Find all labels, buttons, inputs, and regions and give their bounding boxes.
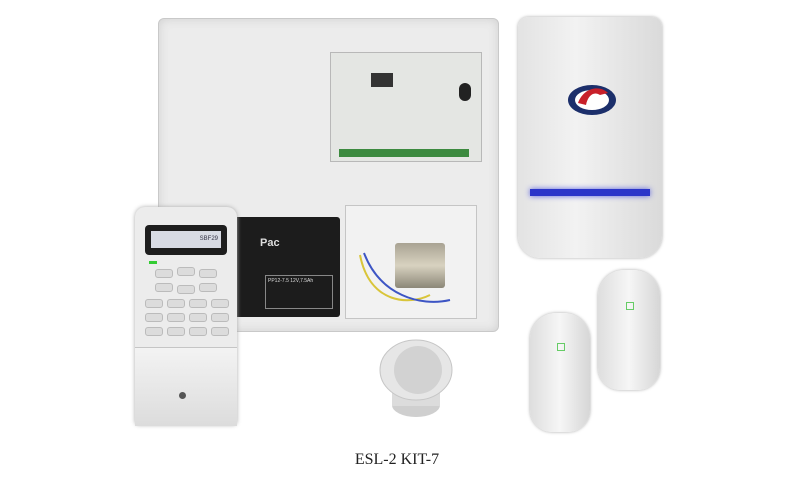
battery-brand: Pac — [260, 237, 280, 249]
keypad-key — [189, 327, 207, 336]
keypad-key — [155, 269, 173, 278]
screw-hole — [179, 392, 186, 399]
keypad-base — [135, 347, 237, 426]
circuit-board — [330, 52, 482, 162]
keypad-display-text: SBF29 — [151, 231, 221, 248]
keypad-key — [145, 313, 163, 322]
outdoor-siren — [518, 17, 662, 258]
siren-light-strip — [530, 189, 650, 196]
keypad-key — [199, 283, 217, 292]
keypad-key — [211, 299, 229, 308]
keypad-key — [167, 327, 185, 336]
keypad-key — [145, 299, 163, 308]
keypad-key — [211, 327, 229, 336]
sensor-led — [557, 343, 565, 351]
status-led — [149, 261, 157, 264]
sensor-led — [626, 302, 634, 310]
wires — [359, 252, 451, 303]
battery-rating: 12V,7.5Ah — [290, 278, 314, 284]
keypad-key — [167, 299, 185, 308]
lcd-keypad: SBF29 — [135, 207, 237, 426]
transformer — [395, 243, 445, 288]
keypad-key — [155, 283, 173, 292]
keypad-key — [167, 313, 185, 322]
brand-logo-icon — [568, 85, 616, 115]
keypad-key — [177, 285, 195, 294]
keypad-key — [189, 313, 207, 322]
terminal-block — [339, 149, 469, 157]
keypad-key — [189, 299, 207, 308]
battery-model: PP12-7.5 — [268, 278, 289, 284]
battery-label: PP12-7.5 12V,7.5Ah — [265, 275, 333, 309]
door-contact-sensor — [530, 313, 590, 432]
keypad-key — [211, 313, 229, 322]
capacitor — [459, 83, 471, 101]
keypad-key — [145, 327, 163, 336]
motion-detector — [598, 270, 660, 390]
keypad-key — [199, 269, 217, 278]
keypad-screen: SBF29 — [145, 225, 227, 255]
chip — [371, 73, 393, 87]
backup-battery: Pac PP12-7.5 12V,7.5Ah — [230, 217, 340, 317]
product-caption: ESL-2 KIT-7 — [354, 451, 440, 468]
panic-button — [379, 339, 453, 417]
keypad-key — [177, 267, 195, 276]
